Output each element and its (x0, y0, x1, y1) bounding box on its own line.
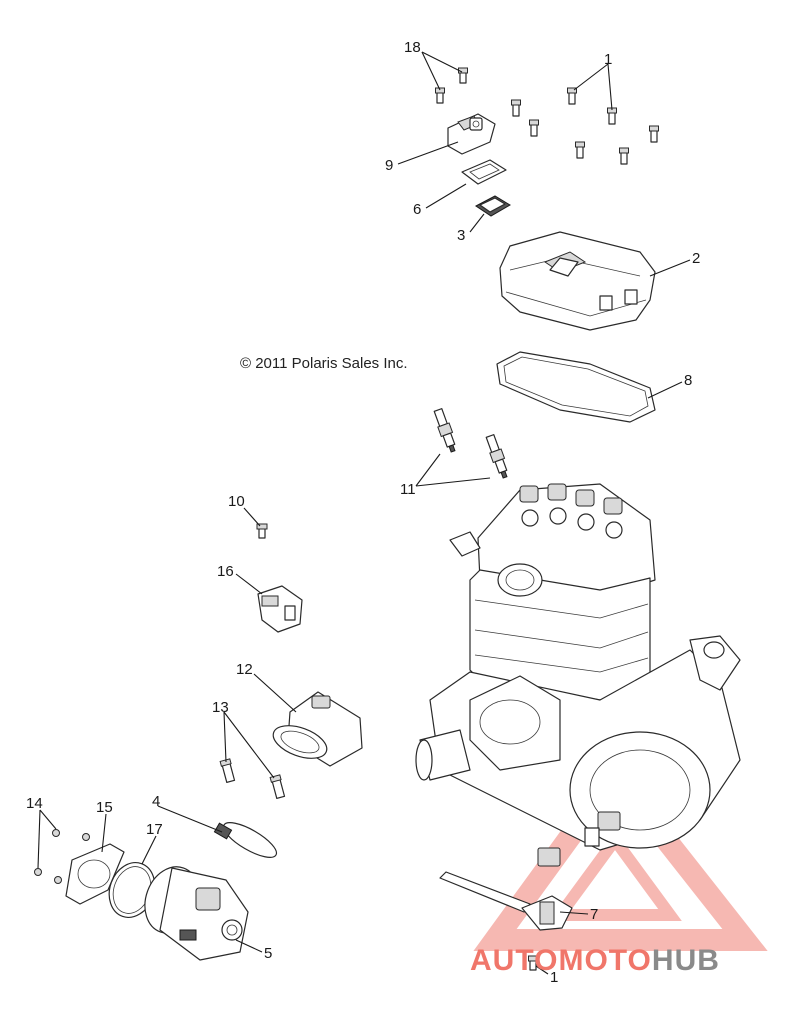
callout-1-top: 1 (604, 51, 612, 68)
valve-cover-part (499, 231, 656, 331)
screws-part-14 (34, 829, 90, 884)
callout-3: 3 (457, 227, 465, 244)
callout-6: 6 (413, 201, 421, 218)
callout-15: 15 (96, 799, 113, 816)
o-ring-part-17 (108, 862, 156, 918)
bolts-group-18 (435, 67, 468, 104)
filter-part-3 (475, 195, 511, 217)
callout-7: 7 (590, 906, 598, 923)
callout-9: 9 (385, 157, 393, 174)
dipstick-part-7 (439, 871, 573, 931)
engine-block (415, 483, 741, 867)
callout-2: 2 (692, 250, 700, 267)
callout-labels: 18 1 9 6 3 2 8 11 10 16 12 13 14 15 4 17… (26, 39, 700, 986)
gasket-part-6 (461, 159, 507, 185)
bolts-part-13 (219, 758, 286, 800)
callout-14: 14 (26, 795, 43, 812)
valve-cover-gasket-part (496, 351, 656, 423)
callout-18: 18 (404, 39, 421, 56)
copyright-text: © 2011 Polaris Sales Inc. (240, 355, 408, 372)
spark-plugs-part (433, 408, 508, 479)
svg-text:AUTOMOTOHUB: AUTOMOTOHUB (470, 944, 720, 977)
sensor-part-16 (257, 585, 303, 633)
watermark-text: AUTOMOTOHUB (470, 944, 720, 977)
callout-1-bottom: 1 (550, 969, 558, 986)
gasket-plate-part-15 (65, 843, 125, 905)
bolt-part-10 (256, 523, 268, 539)
clamp-part-4 (213, 822, 278, 858)
callout-17: 17 (146, 821, 163, 838)
watermark-text-secondary: HUB (652, 944, 720, 977)
callout-12: 12 (236, 661, 253, 678)
callout-4: 4 (152, 793, 160, 810)
callout-5: 5 (264, 945, 272, 962)
watermark-text-primary: AUTOMOTO (470, 944, 652, 977)
bolts-group-1 (511, 87, 659, 971)
callout-13: 13 (212, 699, 229, 716)
callout-8: 8 (684, 372, 692, 389)
callout-10: 10 (228, 493, 245, 510)
leader-lines (37, 51, 691, 975)
callout-11: 11 (400, 481, 416, 498)
breather-housing-part (447, 113, 496, 155)
intake-adapter-part (272, 691, 363, 767)
callout-16: 16 (217, 563, 234, 580)
throttle-body-part (144, 866, 249, 961)
